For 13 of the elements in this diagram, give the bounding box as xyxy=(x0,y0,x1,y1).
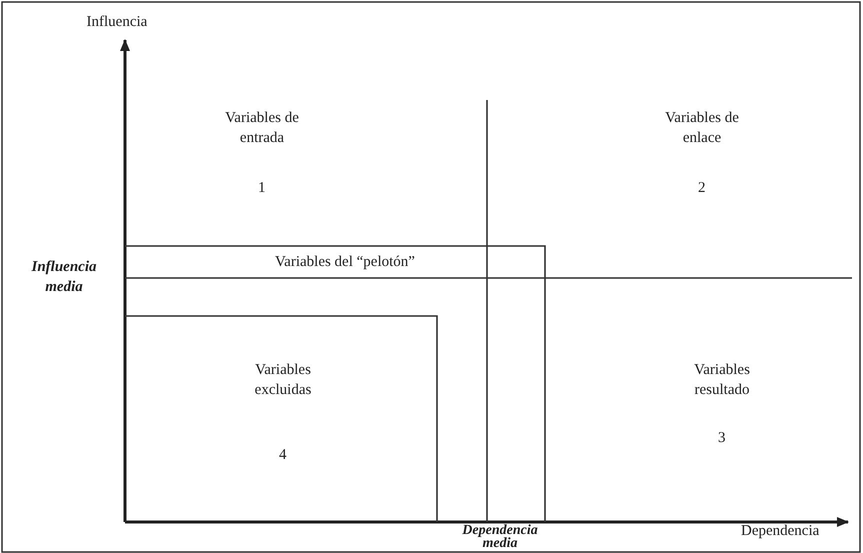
zone-label: Variables resultado xyxy=(693,361,751,400)
zone-number: 2 xyxy=(698,179,706,198)
zone-number: 3 xyxy=(718,429,726,448)
zone-label: Variables de enlace xyxy=(664,109,740,148)
zone-number: 4 xyxy=(279,446,286,465)
axis-label: Influencia media xyxy=(30,258,98,297)
zone-label: Variables de entrada xyxy=(224,109,300,148)
axis-label: Dependencia xyxy=(741,522,820,541)
axis-label: Influencia xyxy=(86,13,148,32)
zone-label: Variables excluidas xyxy=(254,361,312,400)
axis-label: Dependencia media xyxy=(461,524,539,550)
zone-number: 1 xyxy=(258,179,266,198)
zone-label: Variables del “pelotón” xyxy=(275,253,415,272)
